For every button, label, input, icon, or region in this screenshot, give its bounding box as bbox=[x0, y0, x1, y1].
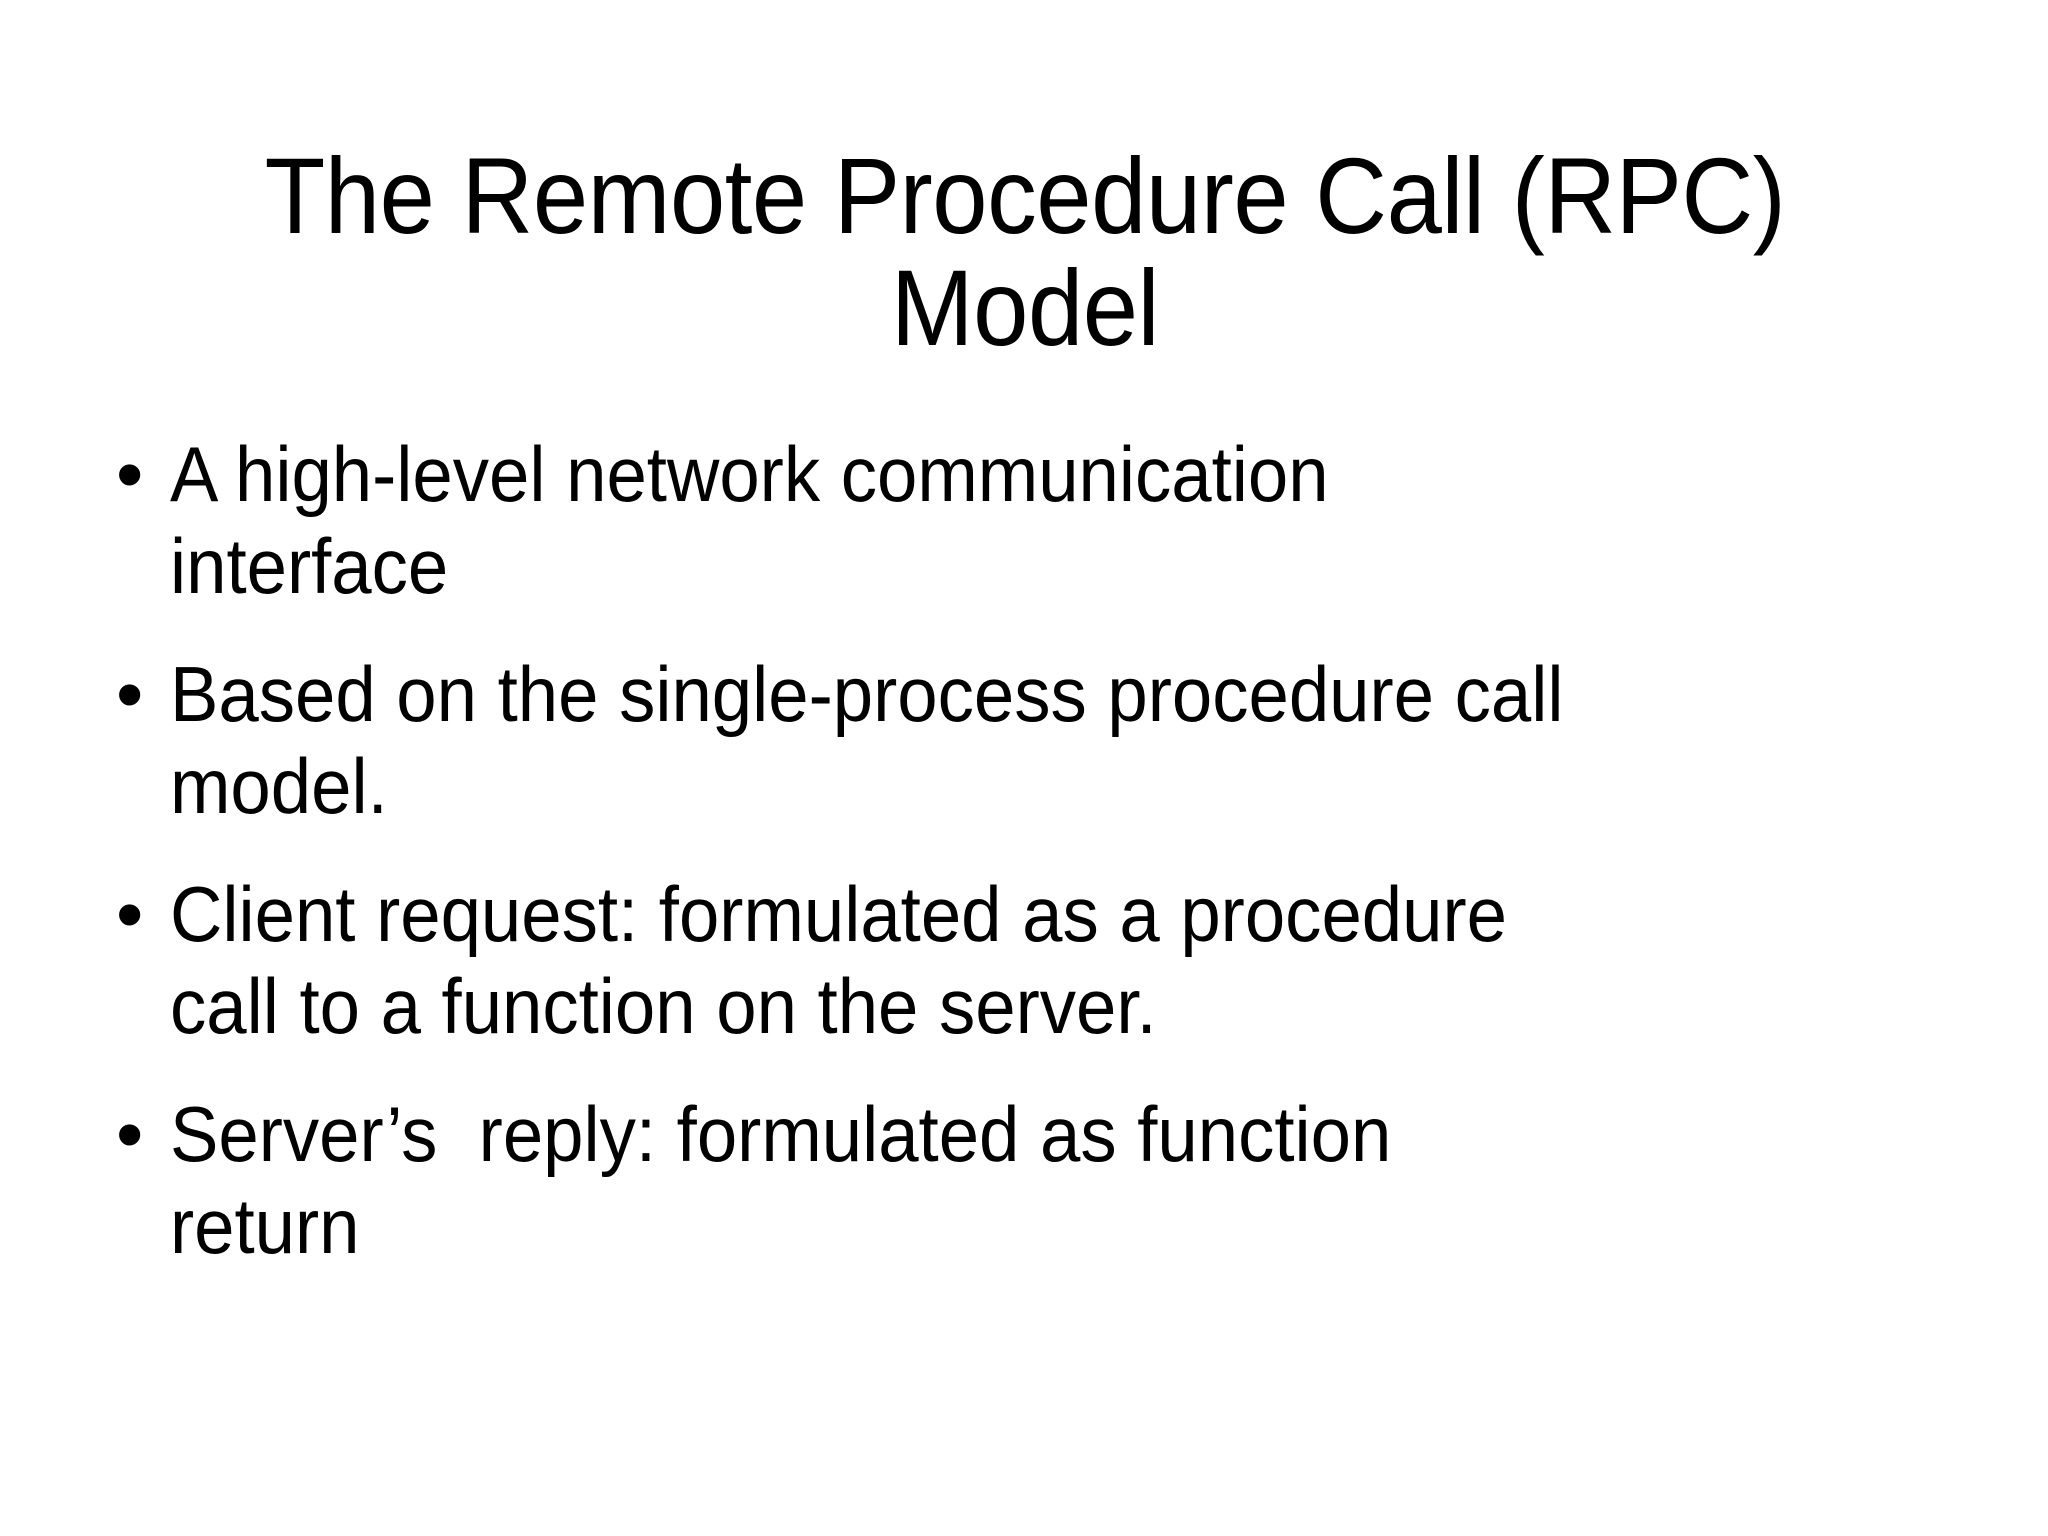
bullet-item-text: A high-level network communication inter… bbox=[170, 430, 1350, 611]
bullet-item-text: Client request: formulated as a procedur… bbox=[170, 870, 1528, 1051]
bullet-point-icon: • bbox=[116, 870, 144, 959]
list-item: • Server’s reply: formulated as function… bbox=[108, 1088, 1908, 1272]
bullet-point-icon: • bbox=[116, 650, 144, 739]
bullet-point-icon: • bbox=[116, 1090, 144, 1179]
slide-title: The Remote Procedure Call (RPC) Model bbox=[264, 135, 1786, 368]
list-item: • Based on the single-process procedure … bbox=[108, 648, 1908, 832]
bullet-item-text: Server’s reply: formulated as function r… bbox=[170, 1090, 1412, 1271]
bullet-item-text: Based on the single-process procedure ca… bbox=[170, 650, 1585, 831]
list-item: • A high-level network communication int… bbox=[108, 428, 1908, 612]
bullet-point-icon: • bbox=[116, 430, 144, 518]
bullet-list: • A high-level network communication int… bbox=[108, 428, 1908, 1272]
list-item: • Client request: formulated as a proced… bbox=[108, 868, 1908, 1052]
